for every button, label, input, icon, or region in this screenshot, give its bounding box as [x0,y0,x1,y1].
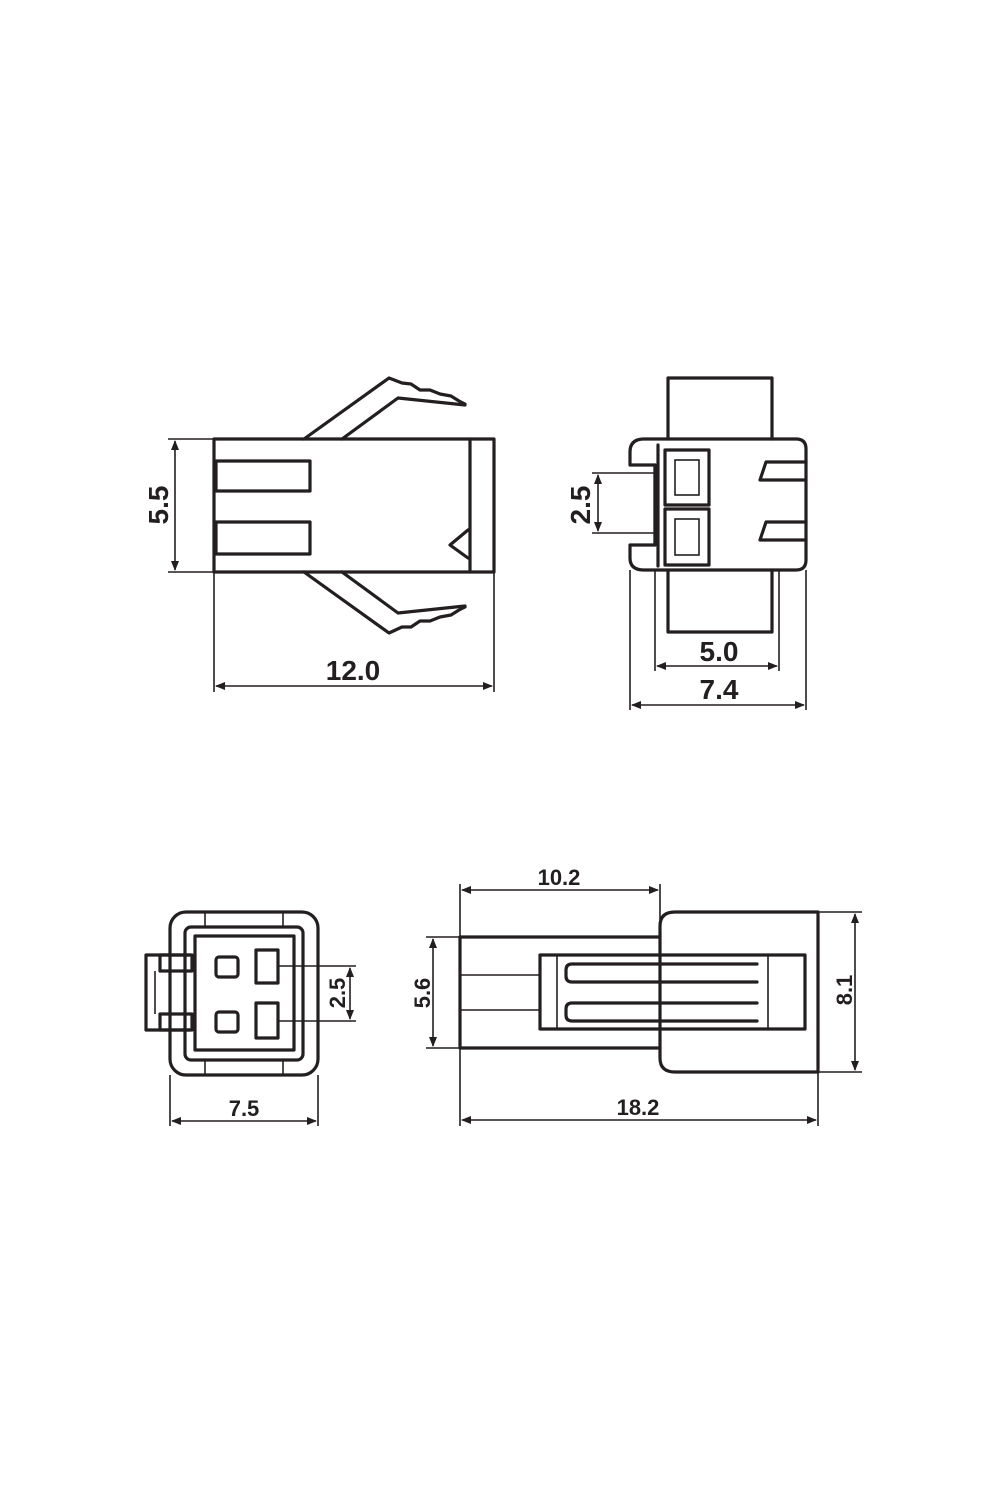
dim-label-7-4: 7.4 [700,674,739,705]
dimension-pitch-2-5-top: 2.5 [565,472,655,534]
dim-label-2-5-bottom: 2.5 [325,978,350,1009]
dim-label-5-5: 5.5 [143,486,174,525]
dim-label-8-1: 8.1 [832,975,857,1006]
dim-label-2-5-top: 2.5 [565,486,596,525]
dimension-length-12-0: 12.0 [213,572,495,692]
male-housing-front-view [628,376,808,634]
dim-label-5-6: 5.6 [410,978,435,1009]
dim-label-10-2: 10.2 [538,865,581,890]
female-housing-front-view [144,910,320,1077]
dim-label-7-5: 7.5 [229,1096,260,1121]
dimension-width-7-5: 7.5 [169,1075,319,1126]
dim-label-12-0: 12.0 [326,655,381,686]
female-housing-side-view [458,910,820,1074]
male-housing-side-view [212,376,496,635]
dim-label-5-0: 5.0 [700,636,739,667]
dimension-height-5-6: 5.6 [410,936,460,1049]
dimension-pitch-2-5-bottom: 2.5 [278,965,356,1022]
dim-label-18-2: 18.2 [617,1095,660,1120]
dimension-length-10-2: 10.2 [459,865,661,937]
dimension-width-5-0: 5.0 [654,570,780,671]
dimension-width-7-4: 7.4 [629,570,807,710]
dimension-height-5-5: 5.5 [143,438,214,573]
dimension-length-18-2: 18.2 [459,1048,819,1126]
dimension-height-8-1: 8.1 [818,911,862,1073]
